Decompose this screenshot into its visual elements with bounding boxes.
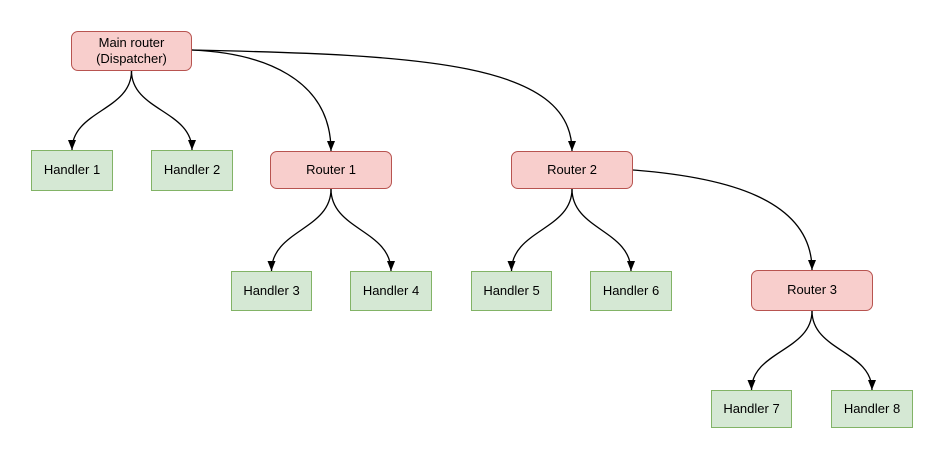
node-handler-3: Handler 3 <box>231 271 312 311</box>
edge-router-3-to-handler-7 <box>747 310 813 391</box>
node-handler-6: Handler 6 <box>590 271 672 311</box>
edge-main-router-to-handler-2 <box>130 70 196 151</box>
node-handler-5: Handler 5 <box>471 271 552 311</box>
node-handler-7: Handler 7 <box>711 390 792 428</box>
node-router-2-label: Router 2 <box>547 161 597 177</box>
node-handler-4-label: Handler 4 <box>362 282 420 298</box>
edge-main-router-to-router-2 <box>191 49 576 152</box>
node-router-3: Router 3 <box>751 270 873 311</box>
node-handler-3-label: Handler 3 <box>243 282 300 298</box>
node-handler-2-label: Handler 2 <box>163 162 221 178</box>
edge-router-3-to-handler-8 <box>811 310 876 391</box>
node-router-1: Router 1 <box>270 151 392 189</box>
node-router-2: Router 2 <box>511 151 633 189</box>
node-handler-1: Handler 1 <box>31 150 113 191</box>
node-router-3-label: Router 3 <box>787 282 837 298</box>
node-handler-8: Handler 8 <box>831 390 913 428</box>
edge-router-2-to-handler-5 <box>507 188 573 272</box>
node-handler-6-label: Handler 6 <box>602 282 660 298</box>
edge-main-router-to-handler-1 <box>68 70 133 151</box>
node-handler-1-label: Handler 1 <box>43 162 101 178</box>
edge-router-2-to-handler-6 <box>571 188 635 272</box>
node-handler-2: Handler 2 <box>151 150 233 191</box>
edge-router-2-to-router-3 <box>632 169 816 271</box>
node-handler-7-label: Handler 7 <box>723 400 780 416</box>
node-handler-8-label: Handler 8 <box>843 400 901 416</box>
edge-main-router-to-router-1 <box>191 49 335 152</box>
node-main-router-label: Main router (Dispatcher) <box>96 34 167 66</box>
node-main-router: Main router (Dispatcher) <box>71 31 192 71</box>
edge-router-1-to-handler-3 <box>267 188 332 272</box>
node-router-1-label: Router 1 <box>306 161 356 177</box>
node-handler-4: Handler 4 <box>350 271 432 311</box>
node-handler-5-label: Handler 5 <box>483 282 540 298</box>
edge-router-1-to-handler-4 <box>330 188 395 272</box>
